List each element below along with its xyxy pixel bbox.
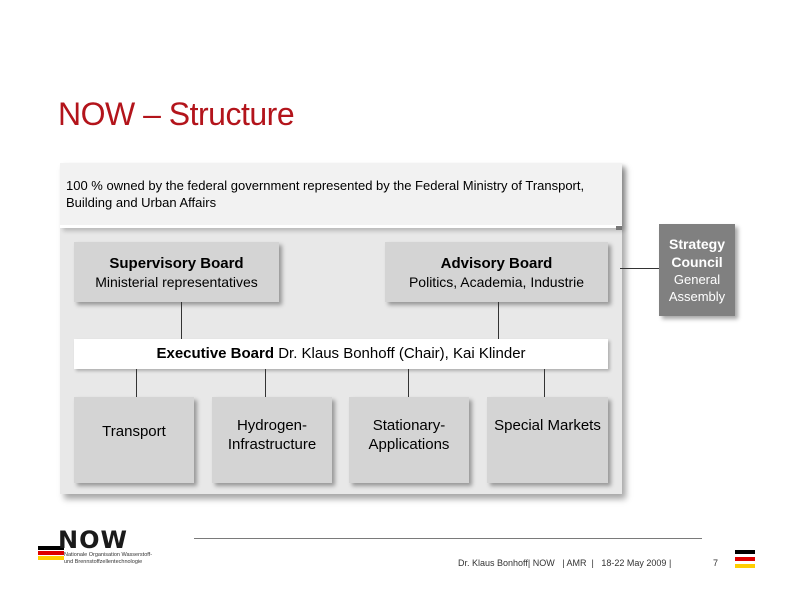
advisory-board-name: Advisory Board	[440, 255, 553, 272]
strategy-council-box: Strategy Council General Assembly	[659, 224, 735, 316]
connector-unit-3	[408, 369, 409, 397]
unit-label: Special Markets	[494, 417, 601, 434]
connector-strategy-council	[620, 268, 659, 269]
supervisory-board-box: Supervisory Board Ministerial representa…	[74, 242, 279, 302]
executive-board-label: Executive Board	[156, 345, 275, 362]
unit-label: Hydrogen-	[236, 417, 308, 434]
german-flag-icon	[735, 550, 755, 568]
executive-board-box: Executive Board Dr. Klaus Bonhoff (Chair…	[74, 339, 608, 369]
connector-supervisory	[181, 302, 182, 339]
connector-unit-2	[265, 369, 266, 397]
strategy-council-title-1: Strategy	[668, 236, 726, 252]
advisory-board-box: Advisory Board Politics, Academia, Indus…	[385, 242, 608, 302]
ownership-text: 100 % owned by the federal government re…	[66, 178, 585, 210]
ownership-marker	[616, 226, 622, 230]
unit-stationary-applications: Stationary- Applications	[349, 397, 469, 483]
unit-label-line2: Infrastructure	[227, 436, 317, 453]
connector-advisory	[498, 302, 499, 339]
strategy-council-sub-2: Assembly	[668, 289, 726, 304]
strategy-council-sub-1: General	[673, 272, 721, 287]
slide-title: NOW – Structure	[58, 96, 295, 132]
footer-text: Dr. Klaus Bonhoff| NOW | AMR | 18-22 May…	[458, 558, 672, 568]
unit-label: Stationary-	[372, 417, 446, 434]
logo-subtitle: Nationale Organisation Wasserstoff- und …	[64, 552, 174, 566]
ownership-box	[60, 163, 622, 228]
connector-unit-1	[136, 369, 137, 397]
executive-board-members: Dr. Klaus Bonhoff (Chair), Kai Klinder	[278, 345, 526, 362]
logo-subtitle-line2: und Brennstoffzellentechnologie	[64, 559, 143, 565]
unit-transport: Transport	[74, 397, 194, 483]
unit-hydrogen-infrastructure: Hydrogen- Infrastructure	[212, 397, 332, 483]
advisory-board-detail: Politics, Academia, Industrie	[408, 274, 585, 290]
logo-wordmark: NOW	[58, 526, 128, 554]
unit-label-line2: Applications	[368, 436, 450, 453]
supervisory-board-detail: Ministerial representatives	[95, 274, 258, 290]
page-number: 7	[713, 558, 719, 568]
unit-special-markets: Special Markets	[487, 397, 608, 483]
strategy-council-title-2: Council	[671, 254, 723, 270]
unit-label: Transport	[102, 423, 166, 440]
logo-subtitle-line1: Nationale Organisation Wasserstoff-	[64, 552, 153, 558]
footer-divider	[194, 538, 702, 539]
now-logo-flag-icon	[38, 546, 64, 560]
connector-unit-4	[544, 369, 545, 397]
supervisory-board-name: Supervisory Board	[109, 255, 244, 272]
